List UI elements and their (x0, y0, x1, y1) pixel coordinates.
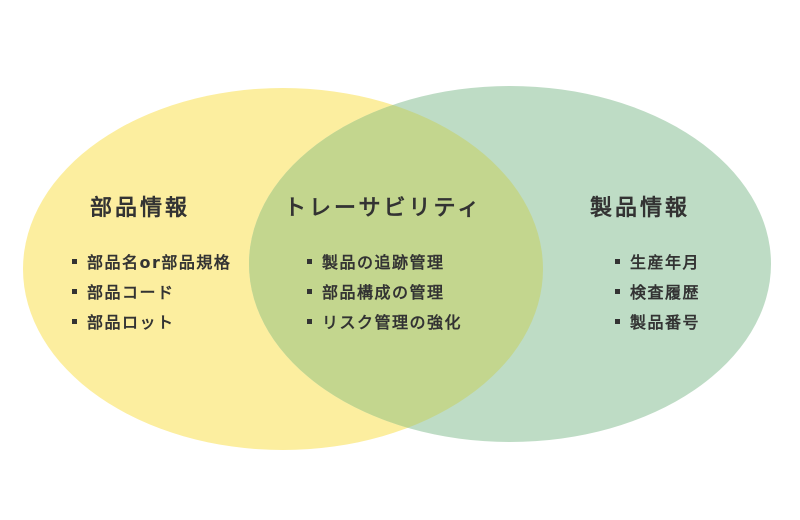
bullet-icon (615, 259, 620, 264)
bullet-icon (72, 259, 77, 264)
bullet-icon (307, 259, 312, 264)
bullet-icon (307, 319, 312, 324)
list-item: 製品番号 (615, 308, 700, 338)
right-list: 生産年月 検査履歴 製品番号 (615, 248, 700, 338)
list-item: リスク管理の強化 (307, 308, 462, 338)
overlap-region (249, 88, 543, 442)
list-item: 部品構成の管理 (307, 278, 462, 308)
left-list: 部品名or部品規格 部品コード 部品ロット (72, 248, 231, 338)
list-item: 製品の追跡管理 (307, 248, 462, 278)
right-title: 製品情報 (590, 196, 691, 221)
left-title: 部品情報 (90, 196, 191, 221)
list-item: 部品コード (72, 278, 231, 308)
list-item: 部品名or部品規格 (72, 248, 231, 278)
bullet-icon (615, 289, 620, 294)
center-list: 製品の追跡管理 部品構成の管理 リスク管理の強化 (307, 248, 462, 338)
center-title: トレーサビリティ (284, 196, 483, 221)
bullet-icon (72, 319, 77, 324)
bullet-icon (307, 289, 312, 294)
bullet-icon (72, 289, 77, 294)
list-item: 生産年月 (615, 248, 700, 278)
list-item: 部品ロット (72, 308, 231, 338)
bullet-icon (615, 319, 620, 324)
list-item: 検査履歴 (615, 278, 700, 308)
